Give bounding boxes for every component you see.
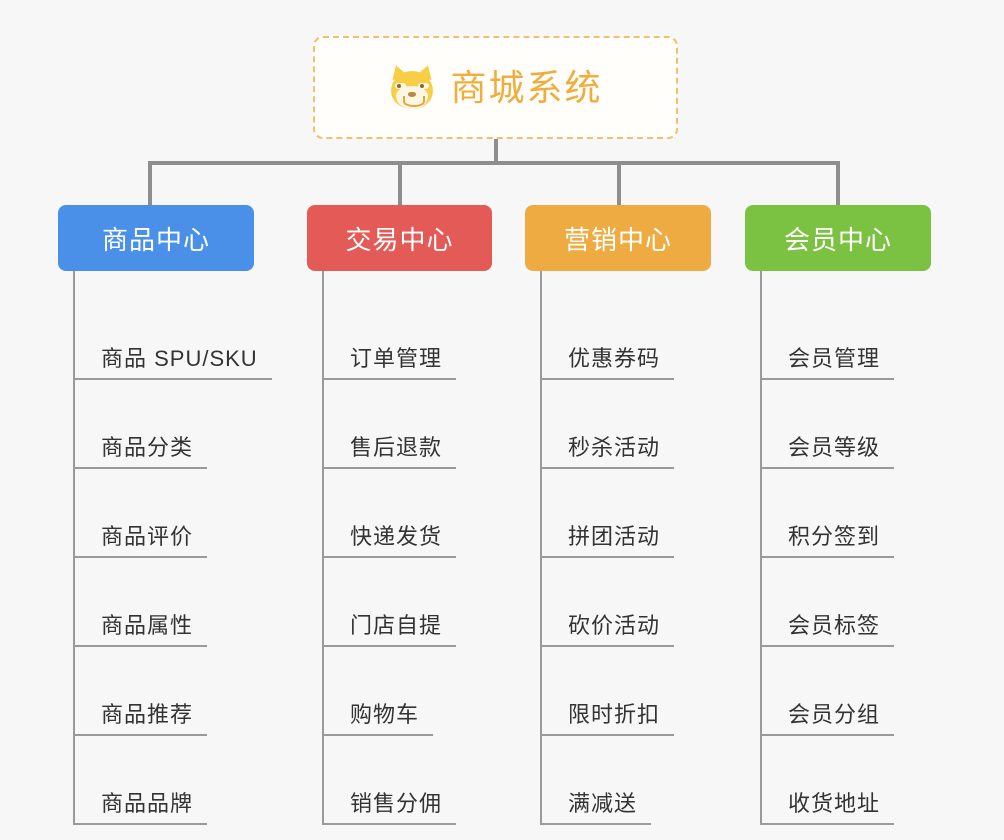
branch-member-center: 会员中心 会员管理 会员等级 积分签到 会员标签 会员分组 收货地址 bbox=[745, 205, 931, 825]
leaf-label: 满减送 bbox=[568, 790, 638, 816]
category-label: 商品中心 bbox=[101, 224, 210, 255]
root-node-title: 商城系统 bbox=[450, 66, 603, 108]
list-item[interactable]: 限时折扣 bbox=[542, 647, 711, 736]
leaf-label: 商品品牌 bbox=[101, 790, 194, 816]
connector-drop-3 bbox=[617, 161, 621, 207]
leaf-label: 商品分类 bbox=[101, 434, 194, 460]
leaf-label: 快递发货 bbox=[350, 523, 443, 549]
leaf-label: 商品评价 bbox=[101, 523, 194, 549]
list-item[interactable]: 商品分类 bbox=[75, 380, 254, 469]
leaf-list-trade-center: 订单管理 售后退款 快递发货 门店自提 购物车 销售分佣 bbox=[322, 271, 492, 825]
category-label: 会员中心 bbox=[783, 224, 892, 255]
list-item[interactable]: 商品品牌 bbox=[75, 736, 254, 825]
leaf-list-marketing-center: 优惠券码 秒杀活动 拼团活动 砍价活动 限时折扣 满减送 bbox=[540, 271, 711, 825]
leaf-label: 商品属性 bbox=[101, 612, 194, 638]
category-label: 交易中心 bbox=[345, 224, 454, 255]
list-item[interactable]: 购物车 bbox=[324, 647, 492, 736]
leaf-label: 收货地址 bbox=[788, 790, 881, 816]
leaf-label: 限时折扣 bbox=[568, 701, 661, 727]
list-item[interactable]: 门店自提 bbox=[324, 558, 492, 647]
list-item[interactable]: 商品属性 bbox=[75, 558, 254, 647]
leaf-label: 售后退款 bbox=[350, 434, 443, 460]
category-header-trade-center[interactable]: 交易中心 bbox=[307, 205, 492, 271]
leaf-label: 商品推荐 bbox=[101, 701, 194, 727]
connector-drop-2 bbox=[398, 161, 402, 207]
leaf-label: 商品 SPU/SKU bbox=[101, 345, 258, 371]
list-item[interactable]: 商品评价 bbox=[75, 469, 254, 558]
leaf-label: 订单管理 bbox=[350, 345, 443, 371]
list-item[interactable]: 收货地址 bbox=[762, 736, 931, 825]
list-item[interactable]: 满减送 bbox=[542, 736, 711, 825]
list-item[interactable]: 会员标签 bbox=[762, 558, 931, 647]
category-label: 营销中心 bbox=[563, 224, 672, 255]
leaf-label: 会员分组 bbox=[788, 701, 881, 727]
list-item[interactable]: 商品 SPU/SKU bbox=[75, 291, 272, 380]
leaf-label: 秒杀活动 bbox=[568, 434, 661, 460]
leaf-label: 砍价活动 bbox=[568, 612, 661, 638]
list-item[interactable]: 订单管理 bbox=[324, 291, 492, 380]
leaf-label: 会员标签 bbox=[788, 612, 881, 638]
branch-product-center: 商品中心 商品 SPU/SKU 商品分类 商品评价 商品属性 商品推荐 商品品牌 bbox=[58, 205, 272, 825]
list-item[interactable]: 销售分佣 bbox=[324, 736, 492, 825]
list-item[interactable]: 优惠券码 bbox=[542, 291, 711, 380]
leaf-label: 积分签到 bbox=[788, 523, 881, 549]
shiba-dog-face-icon bbox=[388, 62, 437, 112]
category-header-marketing-center[interactable]: 营销中心 bbox=[525, 205, 711, 271]
category-header-member-center[interactable]: 会员中心 bbox=[745, 205, 931, 271]
list-item[interactable]: 秒杀活动 bbox=[542, 380, 711, 469]
leaf-label: 优惠券码 bbox=[568, 345, 661, 371]
leaf-label: 购物车 bbox=[350, 701, 420, 727]
list-item[interactable]: 砍价活动 bbox=[542, 558, 711, 647]
list-item[interactable]: 积分签到 bbox=[762, 469, 931, 558]
category-header-product-center[interactable]: 商品中心 bbox=[58, 205, 254, 271]
leaf-label: 门店自提 bbox=[350, 612, 443, 638]
leaf-label: 销售分佣 bbox=[350, 790, 443, 816]
connector-drop-4 bbox=[836, 161, 840, 207]
leaf-list-member-center: 会员管理 会员等级 积分签到 会员标签 会员分组 收货地址 bbox=[760, 271, 931, 825]
list-item[interactable]: 拼团活动 bbox=[542, 469, 711, 558]
leaf-label: 会员等级 bbox=[788, 434, 881, 460]
connector-drop-1 bbox=[148, 161, 152, 207]
branch-trade-center: 交易中心 订单管理 售后退款 快递发货 门店自提 购物车 销售分佣 bbox=[307, 205, 492, 825]
leaf-label: 会员管理 bbox=[788, 345, 881, 371]
root-node-shop-system[interactable]: 商城系统 bbox=[313, 36, 678, 139]
branch-marketing-center: 营销中心 优惠券码 秒杀活动 拼团活动 砍价活动 限时折扣 满减送 bbox=[525, 205, 711, 825]
list-item[interactable]: 商品推荐 bbox=[75, 647, 254, 736]
connector-bus-bar bbox=[148, 161, 840, 165]
leaf-label: 拼团活动 bbox=[568, 523, 661, 549]
leaf-list-product-center: 商品 SPU/SKU 商品分类 商品评价 商品属性 商品推荐 商品品牌 bbox=[73, 271, 272, 825]
list-item[interactable]: 售后退款 bbox=[324, 380, 492, 469]
list-item[interactable]: 会员等级 bbox=[762, 380, 931, 469]
list-item[interactable]: 会员管理 bbox=[762, 291, 931, 380]
list-item[interactable]: 快递发货 bbox=[324, 469, 492, 558]
list-item[interactable]: 会员分组 bbox=[762, 647, 931, 736]
connector-root-stem bbox=[494, 139, 498, 164]
